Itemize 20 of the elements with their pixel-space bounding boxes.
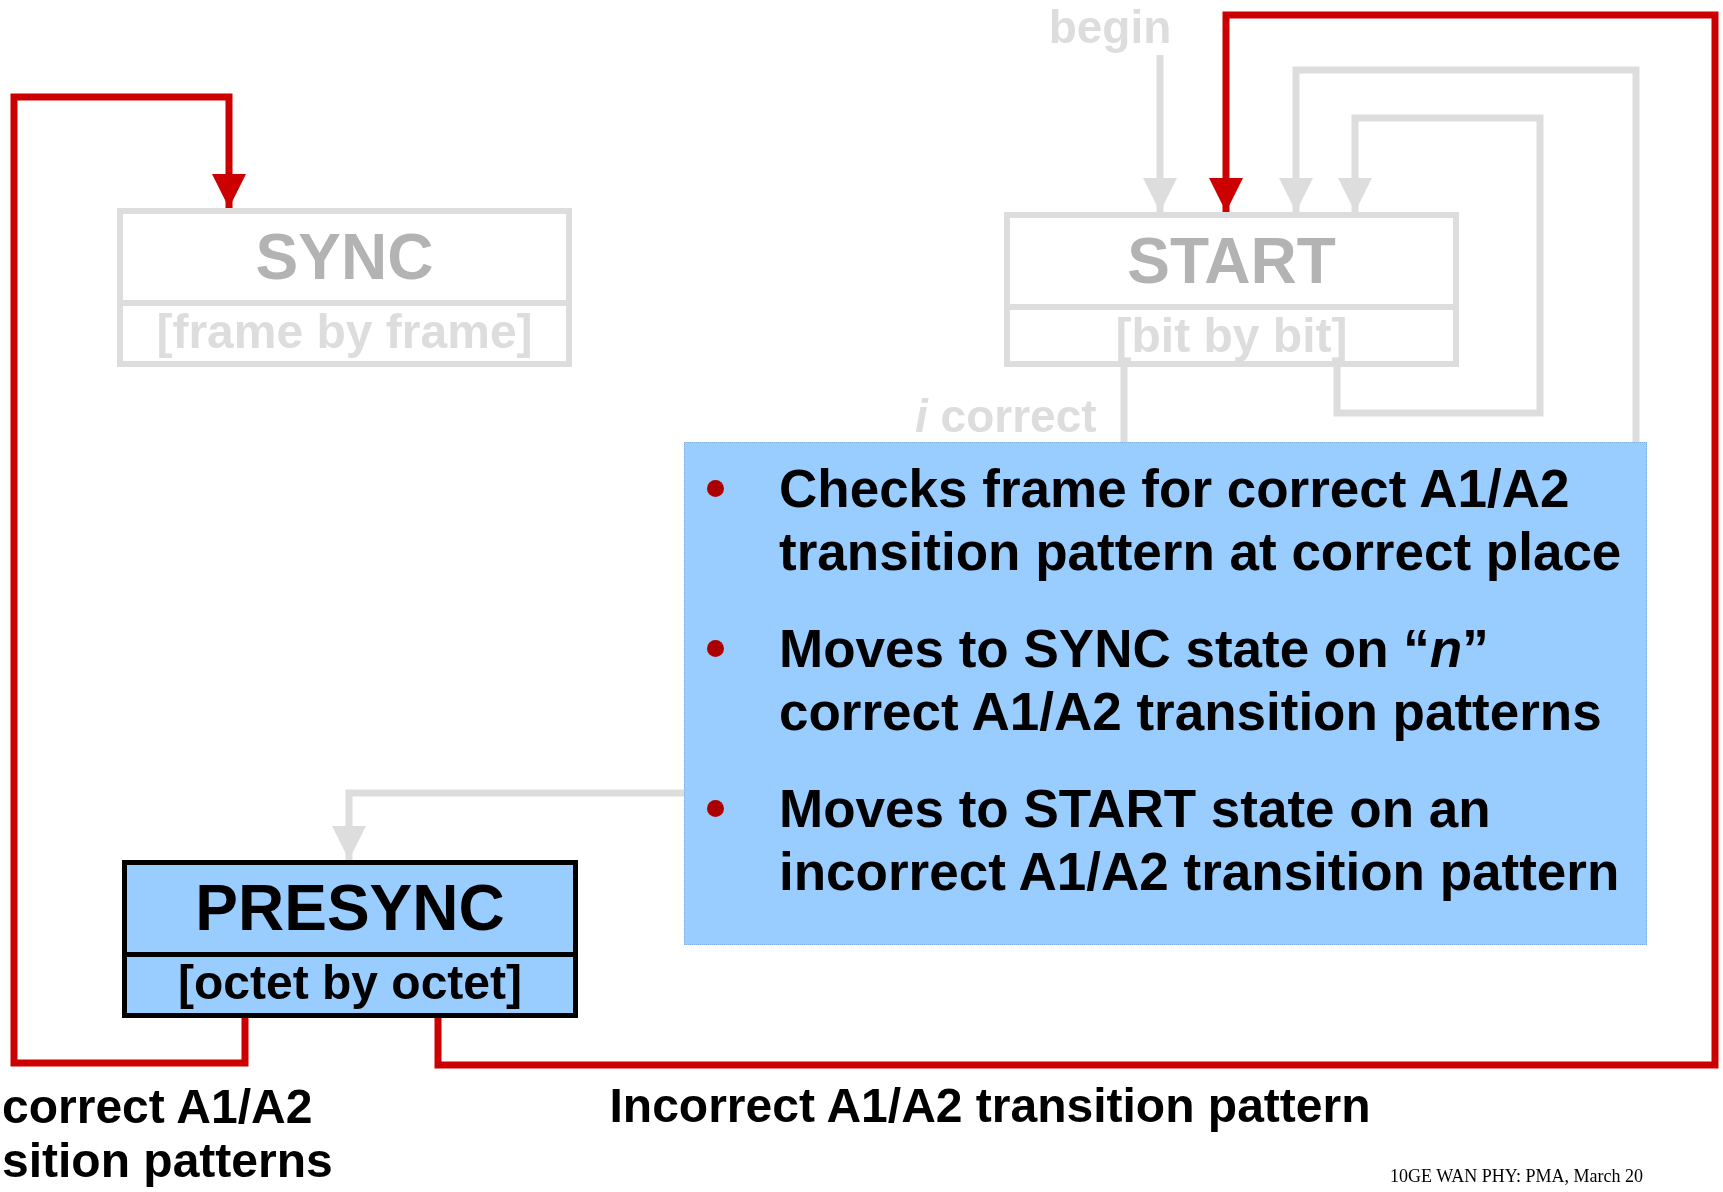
state-name: SYNC: [123, 214, 566, 306]
connector-arrow: [332, 789, 684, 860]
connector-arrow: [434, 11, 1719, 1069]
state-granularity: [octet by octet]: [177, 957, 523, 1011]
state-box: [122, 860, 578, 1018]
bullet-text: Checks frame for correct A1/A2 transition pattern at correct place: [779, 459, 1622, 581]
edge-label: correct A1/A2 sition patterns: [2, 1080, 334, 1188]
bullet-text: Moves to START state on an incorrect A1/A2 transition pattern: [779, 779, 1620, 901]
footer-note: 10GE WAN PHY: PMA, March 20: [1390, 1166, 1643, 1187]
connector-arrow: [1279, 66, 1640, 442]
state-name: PRESYNC: [127, 865, 573, 957]
connector-arrow: [10, 93, 249, 1067]
state-name: START: [1010, 218, 1453, 310]
connector-arrow: [1333, 114, 1544, 417]
connector-arrow: [1143, 55, 1177, 212]
edge-label: Incorrect A1/A2 transition pattern: [608, 1080, 1372, 1132]
state-box: [117, 208, 572, 367]
bullet-text: Moves to SYNC state on “n” correct A1/A2 transition patterns: [779, 619, 1602, 741]
callout-panel: [684, 442, 1647, 945]
state-box: [1004, 212, 1459, 367]
